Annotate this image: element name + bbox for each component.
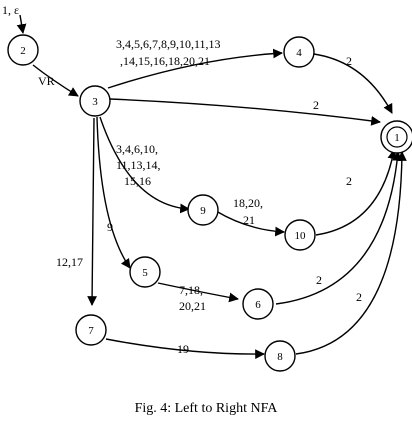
edge-5-6 xyxy=(157,282,239,303)
edge-6-1 xyxy=(275,151,403,305)
edge-8-1 xyxy=(295,151,407,355)
state-10: 10 xyxy=(284,219,316,251)
edge-3-5 xyxy=(96,116,131,269)
state-4: 4 xyxy=(283,36,315,68)
start-label: 1, ε xyxy=(2,3,19,17)
edge-7-8 xyxy=(105,338,265,360)
edge-4-1 xyxy=(313,53,393,114)
svg-text:3: 3 xyxy=(92,96,98,108)
svg-text:4: 4 xyxy=(296,47,302,59)
edge-3-4 xyxy=(107,48,283,89)
edges xyxy=(32,48,407,360)
edge-label-4-1: 2 xyxy=(346,54,352,68)
edge-3-7 xyxy=(87,117,97,306)
edge-label-3-1: 2 xyxy=(313,98,319,112)
state-9: 9 xyxy=(187,194,219,226)
edge-label-9-10: 18,20, 21 xyxy=(233,196,266,227)
states: 1 2 3 4 5 6 7 8 xyxy=(7,34,412,372)
state-7: 7 xyxy=(75,314,107,346)
state-2: 2 xyxy=(7,34,39,66)
state-3: 3 xyxy=(79,85,111,117)
edge-label-10-1: 2 xyxy=(346,174,352,188)
svg-text:10: 10 xyxy=(295,230,307,242)
svg-text:9: 9 xyxy=(200,205,206,217)
state-5: 5 xyxy=(129,256,161,288)
svg-text:2: 2 xyxy=(20,45,26,57)
edge-label-6-1: 2 xyxy=(316,273,322,287)
state-6: 6 xyxy=(242,288,274,320)
edge-label-3-5: 9 xyxy=(107,220,113,234)
edge-3-1 xyxy=(109,98,381,126)
edge-label-3-4: 3,4,5,6,7,8,9,10,11,13 ,14,15,16,18,20,2… xyxy=(116,37,224,68)
edge-labels: VR 3,4,5,6,7,8,9,10,11,13 ,14,15,16,18,2… xyxy=(38,37,362,356)
svg-text:7: 7 xyxy=(88,325,94,337)
state-1: 1 xyxy=(380,120,412,154)
edge-label-8-1: 2 xyxy=(356,290,362,304)
edge-label-3-9: 3,4,6,10, 11,13,14, 15,16 xyxy=(116,142,164,188)
edge-9-10 xyxy=(215,210,285,237)
svg-text:6: 6 xyxy=(255,299,261,311)
nfa-diagram: 1, ε VR 3,4,5,6,7,8,9,10,11,13 ,14,15,16… xyxy=(2,3,412,372)
edge-2-3 xyxy=(32,64,79,97)
edge-label-5-6: 7,18, 20,21 xyxy=(179,283,206,313)
figure-caption: Fig. 4: Left to Right NFA xyxy=(134,401,278,416)
svg-text:5: 5 xyxy=(142,267,148,279)
state-8: 8 xyxy=(264,340,296,372)
svg-text:1: 1 xyxy=(394,132,400,144)
edge-10-1 xyxy=(315,149,398,236)
edge-label-7-8: 19 xyxy=(177,342,189,356)
edge-label-2-3: VR xyxy=(38,74,55,88)
edge-label-3-7: 12,17 xyxy=(56,255,83,269)
start-arrow xyxy=(16,14,27,34)
svg-text:8: 8 xyxy=(277,351,283,363)
edge-3-9 xyxy=(99,116,190,214)
